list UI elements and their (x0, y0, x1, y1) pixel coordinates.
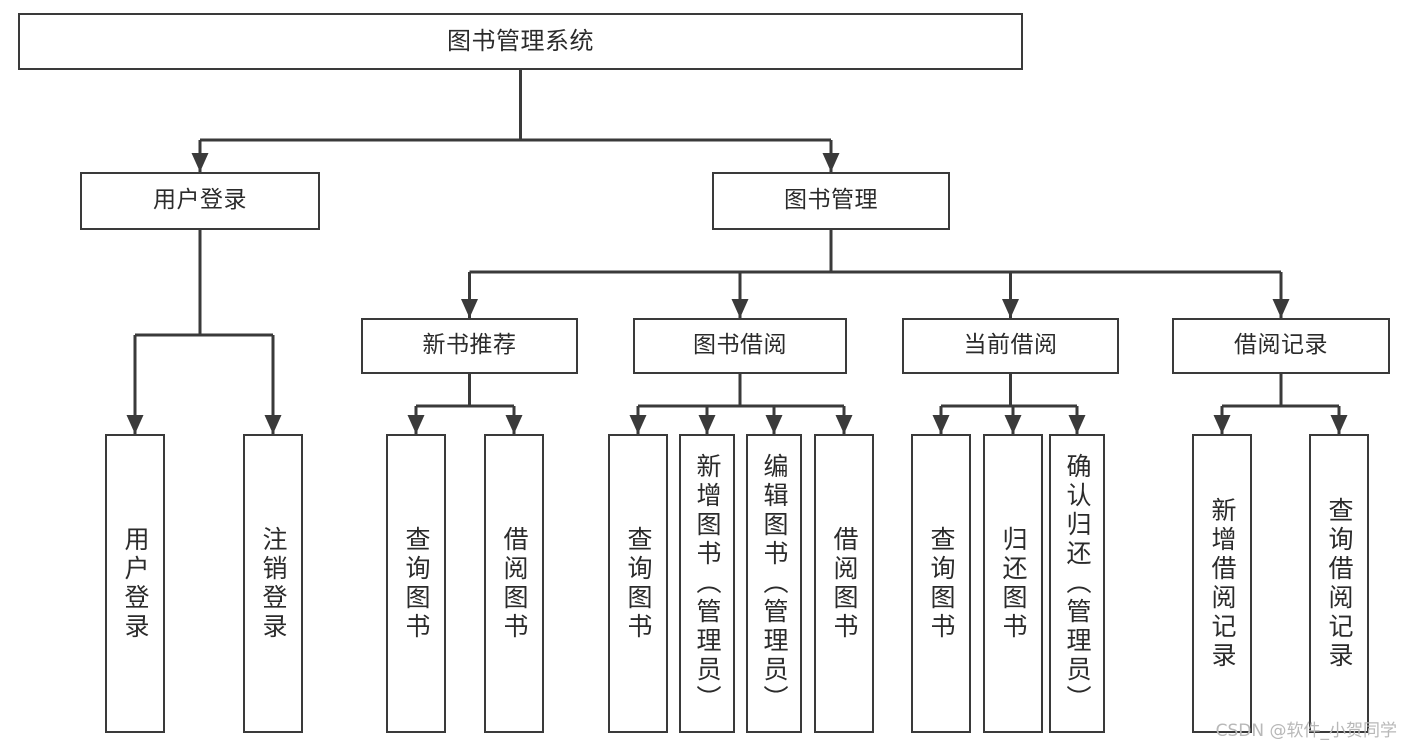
node-bb-edit-book[interactable]: 编辑图书（管理员） (746, 434, 802, 733)
node-nbr-query-book[interactable]: 查询图书 (386, 434, 446, 733)
node-cb-query-book[interactable]: 查询图书 (911, 434, 971, 733)
node-label: 用户登录 (153, 187, 247, 214)
node-user-login-do[interactable]: 用户登录 (105, 434, 165, 733)
node-label: 查询图书 (927, 525, 956, 642)
node-cb-confirm-return[interactable]: 确认归还（管理员） (1049, 434, 1105, 733)
node-root[interactable]: 图书管理系统 (18, 13, 1023, 70)
node-current-borrow[interactable]: 当前借阅 (902, 318, 1119, 374)
node-label: 当前借阅 (963, 332, 1058, 359)
node-label: 查询图书 (402, 525, 431, 642)
node-nbr-borrow-book[interactable]: 借阅图书 (484, 434, 544, 733)
node-cb-return-book[interactable]: 归还图书 (983, 434, 1043, 733)
node-label: 编辑图书（管理员） (760, 453, 789, 714)
node-label: 新增图书（管理员） (693, 453, 722, 714)
watermark-label: CSDN @软件_小贺同学 (1215, 721, 1397, 741)
node-bb-add-book[interactable]: 新增图书（管理员） (679, 434, 735, 733)
node-label: 新书推荐 (422, 332, 517, 359)
node-book-borrow[interactable]: 图书借阅 (633, 318, 847, 374)
node-label: 归还图书 (999, 525, 1028, 642)
node-new-book-recommend[interactable]: 新书推荐 (361, 318, 578, 374)
node-label: 图书管理系统 (447, 27, 594, 56)
node-label: 图书管理 (784, 187, 878, 214)
node-borrow-record[interactable]: 借阅记录 (1172, 318, 1390, 374)
node-label: 新增借阅记录 (1208, 496, 1237, 671)
node-label: 用户登录 (121, 525, 150, 642)
node-bb-query-book[interactable]: 查询图书 (608, 434, 668, 733)
node-label: 借阅图书 (830, 525, 859, 642)
node-user-logout[interactable]: 注销登录 (243, 434, 303, 733)
node-bb-borrow-book[interactable]: 借阅图书 (814, 434, 874, 733)
node-user-login[interactable]: 用户登录 (80, 172, 320, 230)
node-label: 查询借阅记录 (1325, 496, 1354, 671)
node-label: 图书借阅 (693, 332, 787, 359)
node-label: 确认归还（管理员） (1063, 453, 1092, 714)
node-label: 注销登录 (259, 525, 288, 642)
node-label: 借阅记录 (1234, 332, 1328, 359)
node-br-query-record[interactable]: 查询借阅记录 (1309, 434, 1369, 733)
node-label: 查询图书 (624, 525, 653, 642)
node-label: 借阅图书 (500, 525, 529, 642)
node-br-add-record[interactable]: 新增借阅记录 (1192, 434, 1252, 733)
node-book-manage[interactable]: 图书管理 (712, 172, 950, 230)
